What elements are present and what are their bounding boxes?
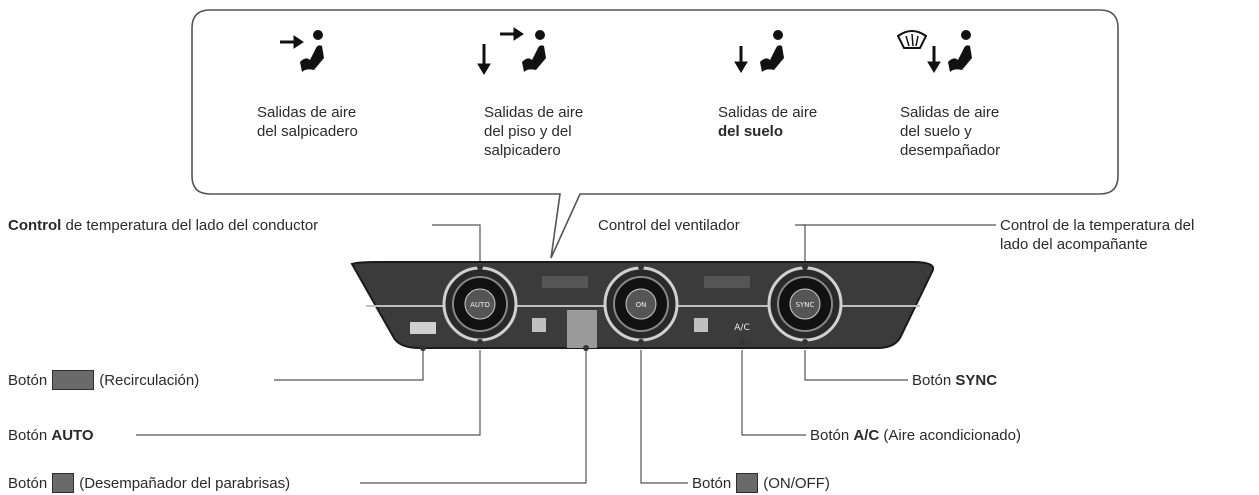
mode-floor-dashboard-line3: salpicadero [484, 142, 561, 159]
label-defrost-post: (Desempañador del parabrisas) [79, 475, 291, 492]
fan-onoff-icon [736, 473, 759, 494]
label-driver-temp-rest: de temperatura del lado del conductor [61, 217, 319, 234]
leader-driver-temp [432, 224, 481, 262]
mode-floor-defrost-line2: del suelo y [900, 123, 972, 140]
mode-floor-dashboard: Salidas de aire del piso y del salpicade… [484, 103, 583, 160]
onoff-knob-label: ON [636, 301, 647, 309]
leader-auto [136, 350, 481, 436]
vent-modes-bubble [191, 9, 1119, 259]
label-recirc-post: (Recirculación) [99, 372, 200, 389]
leader-recirc [274, 348, 424, 381]
mode-floor-line2: del suelo [718, 123, 784, 140]
mode-dashboard-line1: Salidas de aire [257, 104, 357, 121]
label-driver-temp: Control de temperatura del lado del cond… [8, 216, 318, 235]
sync-knob-label: SYNC [796, 301, 815, 309]
label-auto-bold: AUTO [51, 427, 94, 444]
label-defrost: Botón (Desempañador del parabrisas) [8, 473, 291, 494]
fan-knob[interactable] [603, 266, 679, 342]
mode-floor: Salidas de aire del suelo [718, 103, 817, 141]
label-ac-post: (Aire acondicionado) [879, 427, 1021, 444]
label-sync-bold: SYNC [955, 372, 998, 389]
label-sync: Botón SYNC [912, 371, 997, 390]
label-passenger-temp-line2: lado del acompañante [1000, 236, 1148, 253]
recirc-button[interactable] [410, 322, 436, 334]
mode-floor-dashboard-line1: Salidas de aire [484, 104, 584, 121]
label-onoff: Botón (ON/OFF) [692, 473, 830, 494]
dashboard-vent-icon [280, 30, 324, 72]
defrost-button-highlight[interactable] [567, 310, 597, 348]
label-fan: Control del ventilador [598, 216, 740, 235]
leader-ac [741, 350, 806, 436]
floor-defrost-vent-icon [896, 30, 972, 73]
mode-floor-defrost: Salidas de aire del suelo y desempañador [900, 103, 1000, 160]
label-passenger-temp: Control de la temperatura del lado del a… [1000, 216, 1194, 254]
label-ac: Botón A/C (Aire acondicionado) [810, 426, 1021, 445]
label-onoff-pre: Botón [692, 475, 732, 492]
leader-sync [804, 350, 908, 381]
label-recirc: Botón (Recirculación) [8, 370, 200, 391]
floor-dashboard-vent-icon [477, 27, 546, 75]
mode-dashboard: Salidas de aire del salpicadero [257, 103, 358, 141]
windshield-defrost-icon [52, 473, 75, 494]
label-driver-temp-pre: Control [8, 217, 62, 234]
label-auto-pre: Botón [8, 427, 48, 444]
passenger-temp-knob[interactable] [767, 266, 843, 342]
floor-vent-icon [734, 30, 784, 73]
leader-fan [795, 224, 806, 262]
label-onoff-post: (ON/OFF) [763, 475, 830, 492]
leader-defrost [360, 350, 587, 484]
rear-defrost-button[interactable] [694, 318, 708, 332]
auto-knob-label: AUTO [470, 301, 490, 309]
right-display [704, 276, 750, 288]
mode-floor-defrost-line3: desempañador [900, 142, 1001, 159]
label-fan-text: Control del ventilador [598, 217, 740, 234]
label-sync-pre: Botón [912, 372, 952, 389]
mode-button[interactable] [532, 318, 546, 332]
label-passenger-temp-line1: Control de la temperatura del [1000, 217, 1195, 234]
mode-dashboard-line2: del salpicadero [257, 123, 358, 140]
mode-floor-dashboard-line2: del piso y del [484, 123, 572, 140]
climate-panel: AUTO ON SYNC A/C [350, 261, 934, 351]
mode-floor-defrost-line1: Salidas de aire [900, 104, 1000, 121]
ac-button[interactable]: A/C [734, 323, 749, 333]
label-auto: Botón AUTO [8, 426, 94, 445]
recirculation-icon [52, 370, 95, 391]
label-ac-bold: A/C [853, 427, 880, 444]
label-ac-pre: Botón [810, 427, 850, 444]
label-recirc-pre: Botón [8, 372, 48, 389]
label-defrost-pre: Botón [8, 475, 48, 492]
mode-floor-line1: Salidas de aire [718, 104, 818, 121]
driver-temp-knob[interactable] [442, 266, 518, 342]
left-display [542, 276, 588, 288]
leader-onoff [640, 350, 688, 484]
